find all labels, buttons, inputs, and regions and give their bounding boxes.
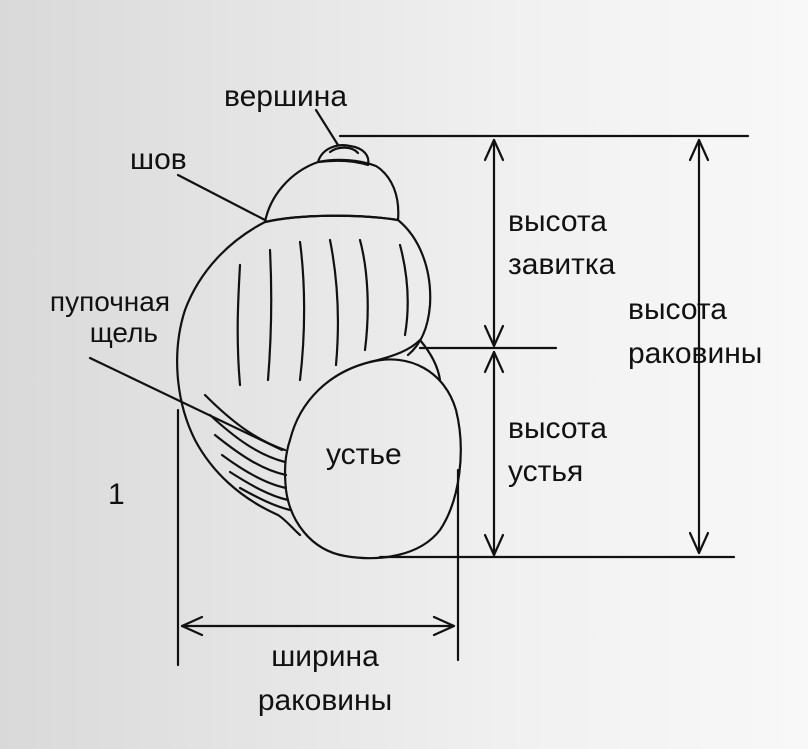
shell-width-label-line2: раковины — [257, 684, 393, 717]
figure-number: 1 — [108, 478, 125, 511]
aperture-height-label-line2: устья — [508, 455, 584, 488]
spire-height-label-line2: завитка — [508, 248, 616, 281]
suture-line — [263, 214, 400, 224]
apex-label: вершина — [224, 80, 348, 113]
apex-pointer — [314, 108, 340, 147]
spire-height-label-line1: высота — [508, 205, 607, 238]
umbilical-slit-label-line2: щель — [89, 317, 158, 348]
shell-height-label-line1: высота — [628, 293, 727, 326]
body-whorl-right — [396, 218, 432, 357]
shell-width-label-line1: ширина — [271, 640, 379, 673]
umbilical-slit-label-line1: пупочная — [49, 286, 170, 317]
aperture-height-label-line1: высота — [508, 412, 607, 445]
spire-whorl — [263, 158, 400, 224]
body-whorl-outline — [176, 220, 302, 537]
aperture-label: устье — [326, 438, 402, 471]
suture-label: шов — [130, 143, 187, 176]
apex-tip — [328, 146, 360, 155]
suture-pointer — [176, 173, 267, 222]
shell-height-label-line2: раковины — [628, 337, 763, 370]
umbilical-pointer — [88, 356, 284, 452]
